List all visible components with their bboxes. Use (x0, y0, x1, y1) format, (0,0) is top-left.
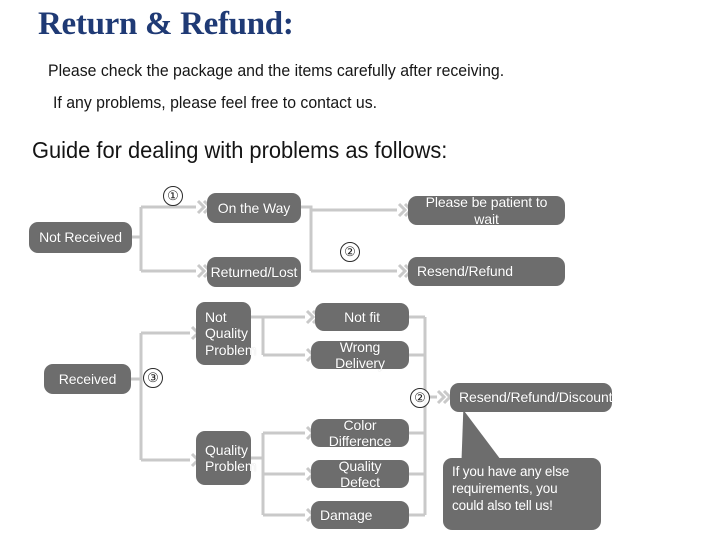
section-subtitle: Guide for dealing with problems as follo… (32, 137, 448, 163)
marker-2-bottom: ② (410, 388, 430, 408)
intro-line-2: If any problems, please feel free to con… (53, 94, 378, 112)
node-received[interactable]: Received (44, 364, 131, 394)
node-returned-lost[interactable]: Returned/Lost (207, 257, 301, 287)
node-resend-refund[interactable]: Resend/Refund (408, 257, 565, 286)
node-not-quality-problem[interactable]: Not Quality Problem (196, 302, 257, 365)
node-please-be-patient-to-wait[interactable]: Please be patient to wait (408, 194, 565, 227)
node-resend-refund-discount[interactable]: Resend/Refund/Discount (450, 383, 613, 412)
marker-3: ③ (143, 368, 163, 388)
node-not-received[interactable]: Not Received (29, 222, 132, 253)
callout-bubble: If you have any else requirements, you c… (443, 458, 601, 530)
node-on-the-way[interactable]: On the Way (207, 193, 301, 223)
node-color-difference[interactable]: Color Difference (311, 417, 409, 449)
marker-1: ① (163, 186, 183, 206)
node-damage[interactable]: Damage (311, 501, 409, 529)
marker-2-top: ② (340, 242, 360, 262)
node-quality-problem[interactable]: Quality Problem (196, 431, 257, 485)
node-quality-defect[interactable]: Quality Defect (311, 458, 409, 490)
node-not-fit[interactable]: Not fit (315, 303, 409, 331)
page-title: Return & Refund: (38, 6, 294, 42)
node-wrong-delivery[interactable]: Wrong Delivery (311, 339, 409, 371)
intro-line-1: Please check the package and the items c… (48, 62, 505, 80)
